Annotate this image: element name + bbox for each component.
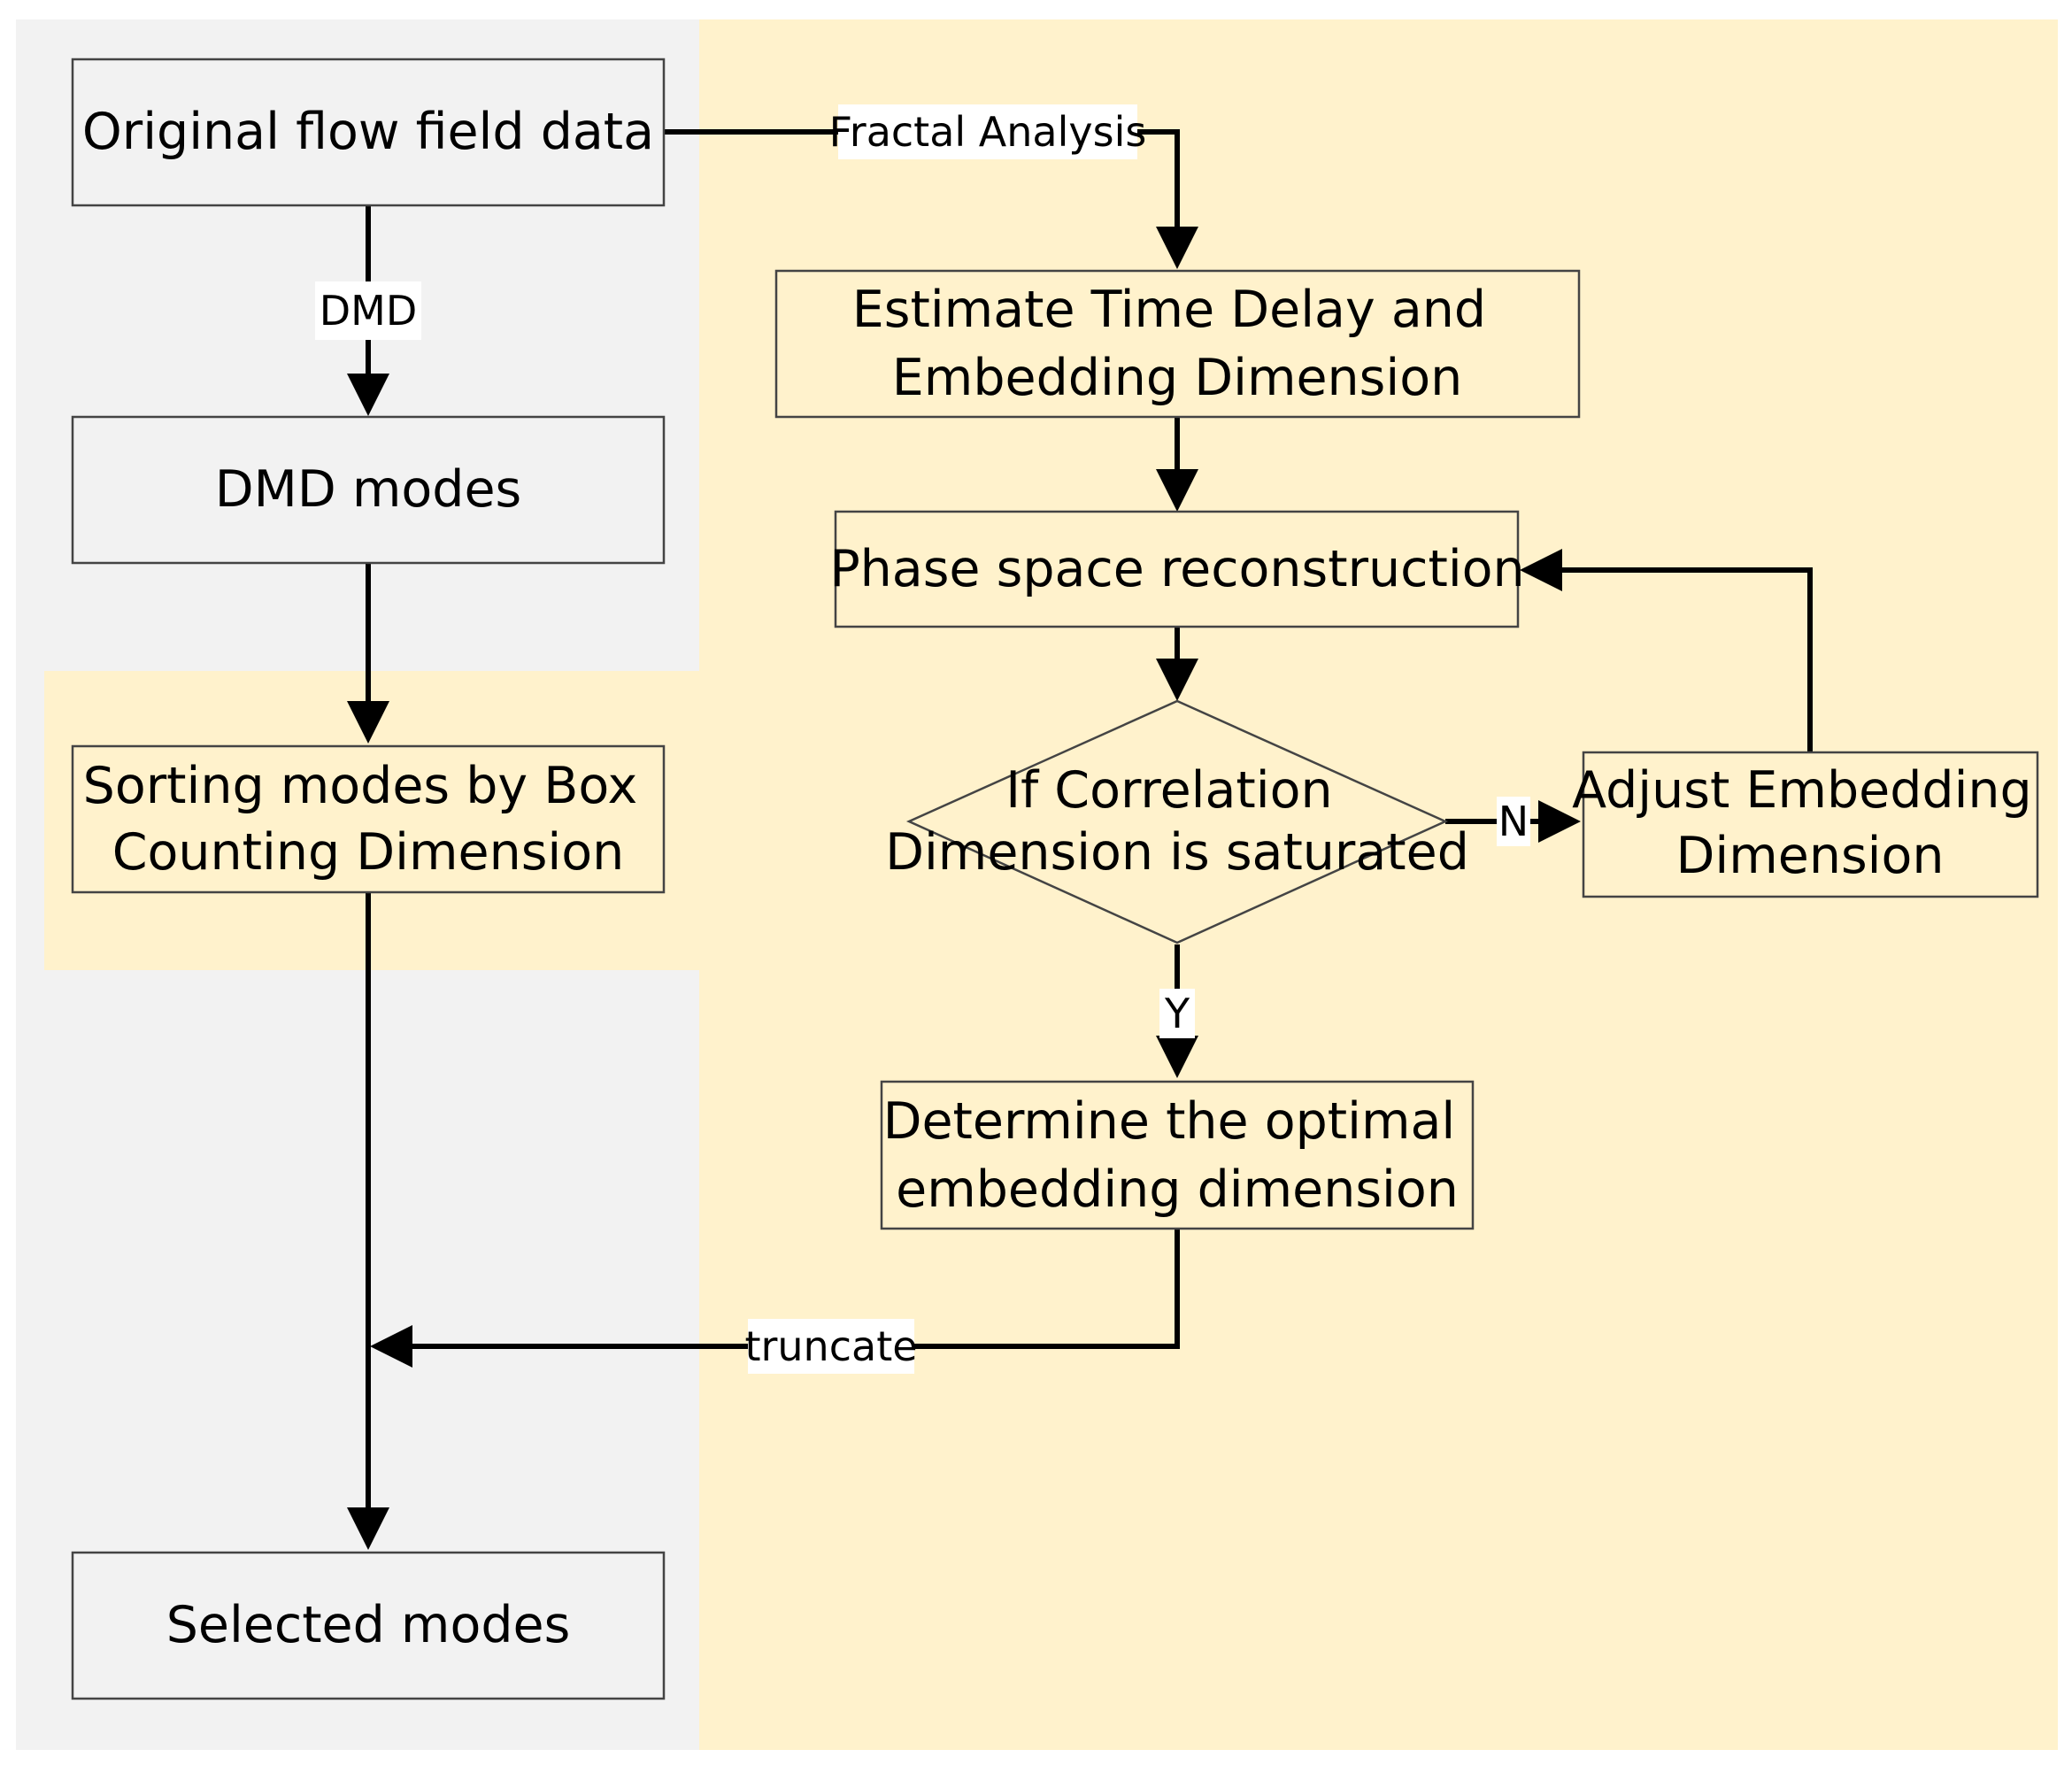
edge-label-truncate-text: truncate [744,1322,917,1370]
node-selected-line-1: Selected modes [166,1596,571,1654]
edge-original-to-estimate [664,129,1198,269]
node-phase-line-1: Phase space reconstruction [829,540,1524,598]
edge-label-dmd: DMD [315,281,421,340]
node-original-flow-field-data: Original flow field data [71,58,666,207]
svg-text:Sorting modes by Box C: Sorting modes by Box Counting Dimension [83,757,654,882]
node-dmd-modes: DMD modes [71,415,666,565]
node-estimate-time-delay: Estimate Time Delay and Embedding Dimens… [774,269,1581,419]
node-sorting-line-2: Counting Dimension [112,823,625,882]
node-determine-line-1: Determine the optimal [883,1092,1456,1151]
node-sorting-line-1: Sorting modes by Box [83,757,638,815]
node-determine-optimal-dimension: Determine the optimal embedding dimensio… [880,1080,1475,1230]
edge-label-fractal-text: Fractal Analysis [829,108,1147,156]
node-decision-line-2: Dimension is saturated [885,823,1469,882]
edge-label-yes: Y [1159,989,1195,1038]
edge-label-truncate: truncate [744,1319,918,1374]
node-phase-space-reconstruction: Phase space reconstruction [829,510,1525,628]
edge-labels: Fractal Analysis DMD N Y truncate [315,104,1530,1374]
node-estimate-line-1: Estimate Time Delay and [852,281,1486,339]
edge-label-no: N [1497,797,1530,846]
svg-text:Determine the optimal: Determine the optimal embedding dimensio… [883,1092,1472,1219]
node-original-line-1: Original flow field data [82,103,654,161]
node-adjust-embedding-dimension: Adjust Embedding Dimension [1572,751,2048,898]
svg-text:Estimate Time Delay and: Estimate Time Delay and Embedding Dimens… [852,281,1502,407]
node-sorting-modes: Sorting modes by Box Counting Dimension [71,744,666,894]
svg-text:DMD modes: DMD modes [215,460,521,519]
svg-text:Phase space reconstruction: Phase space reconstruction [829,540,1524,598]
node-decision-line-1: If Correlation [1005,761,1332,820]
edge-determine-truncate [370,1229,1180,1368]
node-estimate-line-2: Embedding Dimension [892,349,1462,407]
nodes: Original flow field data DMD modes Sorti… [71,58,2048,1700]
node-dmd-modes-line-1: DMD modes [215,460,521,519]
svg-text:Original flow field data: Original flow field data [82,103,654,161]
node-adjust-line-1: Adjust Embedding [1572,761,2032,820]
node-adjust-line-2: Dimension [1676,827,1945,885]
svg-text:Selected modes: Selected modes [166,1596,571,1654]
svg-text:Adjust Embedding Dimen: Adjust Embedding Dimension [1572,761,2048,885]
edge-label-dmd-text: DMD [320,287,418,335]
node-determine-line-2: embedding dimension [896,1160,1459,1219]
edge-label-yes-text: Y [1164,990,1190,1037]
node-decision-correlation-saturated: If Correlation Dimension is saturated [885,699,1469,944]
svg-text:If Correlation Dimensi: If Correlation Dimension is saturated [885,761,1469,882]
node-selected-modes: Selected modes [71,1551,666,1700]
edge-label-no-text: N [1498,798,1529,845]
edge-adjust-to-phase [1520,549,1813,752]
edge-label-fractal-analysis: Fractal Analysis [829,104,1147,159]
